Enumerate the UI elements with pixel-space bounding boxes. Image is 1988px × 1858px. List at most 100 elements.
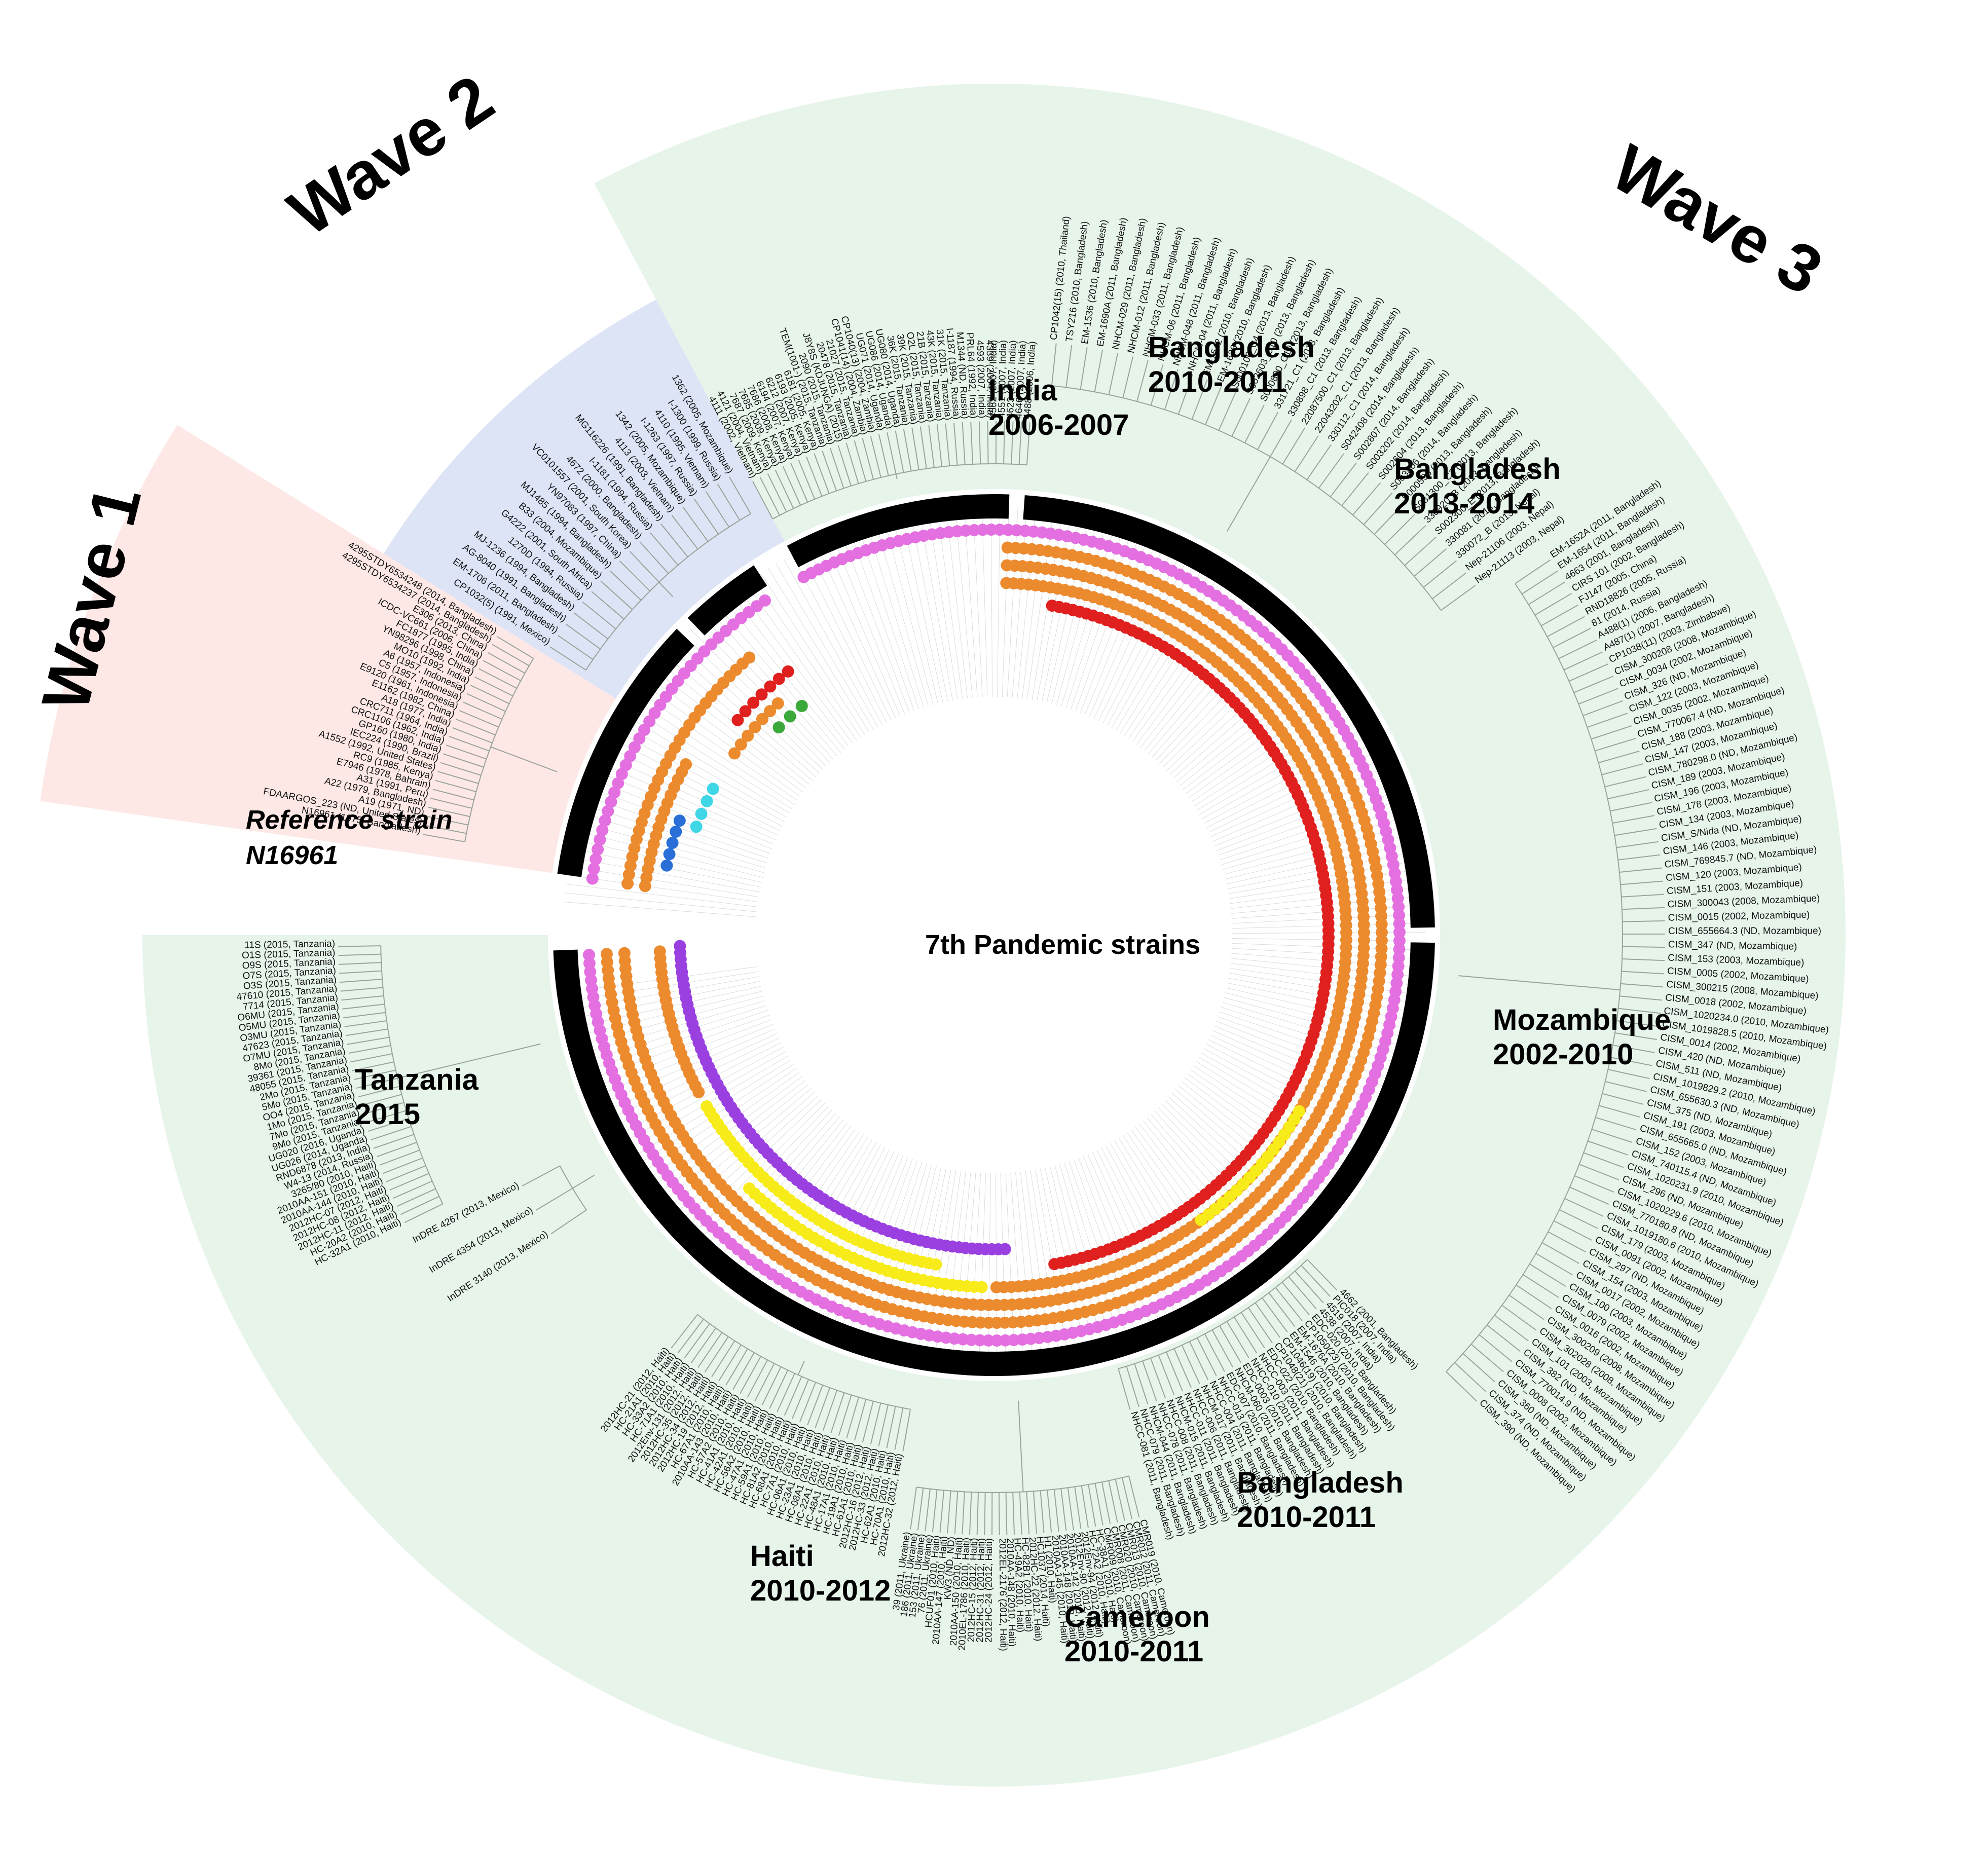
ring-dot [663,848,676,861]
tree-branch [761,1366,782,1405]
tree-branch [574,612,608,640]
tree-branch [423,834,465,842]
tree-branch [558,635,594,660]
tree-branch [1540,604,1579,626]
tree-branch [1352,482,1381,515]
tree-branch [376,1141,417,1158]
tree-branch [936,424,943,467]
tree-branch [718,1344,742,1382]
ring-spoke [910,512,948,702]
tree-branch [404,1203,443,1223]
ring-spoke [603,754,778,836]
tree-branch [1134,1363,1149,1404]
ring-spoke [978,1173,986,1366]
tree-branch [1462,1353,1495,1383]
ring-spoke [566,883,758,907]
tree-branch [347,1036,390,1045]
tree-branch [1181,1345,1200,1384]
lineage-bangladesh-b-line1: Bangladesh [1394,453,1561,486]
tree-branch [732,1352,755,1390]
tree-branch [1605,1081,1647,1092]
tree-branch [1592,1129,1633,1143]
ring-spoke [791,554,882,725]
ring-dot [701,795,713,807]
tree-branch [1121,1477,1133,1519]
ring-spoke [565,893,757,912]
tree-branch [591,591,624,620]
ring-spoke [654,670,806,789]
tree-branch [846,1397,859,1438]
tree-branch [341,995,384,1001]
lineage-bangladesh-b: Bangladesh 2013-2014 [1394,453,1561,520]
ring-dot [594,833,606,846]
tree-branch [1080,347,1088,390]
ring-dot [673,814,686,827]
tree-branch [693,499,719,535]
tree-branch [338,953,381,956]
tree-branch [1604,776,1646,788]
tree-branch [1573,676,1613,693]
ring-spoke [1026,508,1054,699]
ring-spoke [760,573,865,735]
tree-branch [1515,559,1551,584]
wave-2-label: Wave 2 [275,61,506,250]
tree-branch [1470,1344,1504,1372]
tree-branch [478,668,517,689]
tree-branch [386,1165,426,1182]
ring-dot [976,524,989,536]
tree-branch [962,1492,965,1535]
tree-branch [704,1336,729,1372]
ring-spoke [570,857,760,893]
tree-branch [807,1385,823,1425]
leaf-label: 2012EL-2176 (2012, Haiti) [997,1538,1009,1651]
tree-branch [894,1407,904,1450]
tree-branch [435,779,476,793]
ring-dot [653,945,666,958]
tree-branch [777,1373,795,1413]
tree-branch [998,1492,1000,1535]
ring-spoke [972,504,983,697]
tree-branch [1012,1492,1015,1535]
lineage-india-line2: 2006-2007 [988,408,1129,441]
tree-branch [346,1028,388,1036]
tree-branch [954,1491,959,1534]
tree-branch [822,1390,838,1431]
tree-branch [895,430,904,473]
tree-branch [1578,688,1618,705]
ring-dot [772,721,785,734]
tree-branch [1150,1358,1166,1398]
lineage-tanzania: Tanzania 2015 [355,1063,479,1131]
tree-branch [886,1406,896,1448]
tree-branch [1617,854,1661,861]
leaf-label: 2012HC-31 (2012, Haiti) [975,1538,987,1643]
tree-branch [1307,1259,1338,1291]
tree-branch [1255,1303,1280,1338]
tree-branch [1534,592,1572,616]
leaf-label: CISM_655664.3 (ND, Mozambique) [1668,926,1821,937]
tree-branch [1614,828,1657,836]
ring-dot [707,783,719,795]
tree-branch [1384,514,1415,545]
tree-branch [1158,1355,1175,1395]
tree-branch [1051,343,1057,386]
tree-branch [1150,364,1164,406]
tree-branch [362,1102,404,1115]
tree-branch [1026,1492,1030,1535]
tree-branch [1574,1175,1614,1193]
tree-branch [1620,880,1663,885]
tree-branch [619,561,650,591]
tree-branch [1414,548,1447,577]
ring-spoke [858,526,919,710]
tree-branch [1033,1491,1037,1534]
tree-branch [1621,894,1664,898]
tree-branch [1341,472,1369,506]
tree-branch [1602,1093,1644,1105]
tree-branch [754,1363,775,1402]
ring-spoke [997,504,1001,697]
tree-branch [862,438,874,480]
tree-branch [1612,815,1655,824]
tree-branch [1608,1069,1650,1080]
tree-branch [759,477,780,516]
lineage-mozambique-line1: Mozambique [1493,1004,1671,1036]
tree-branch [600,580,633,610]
